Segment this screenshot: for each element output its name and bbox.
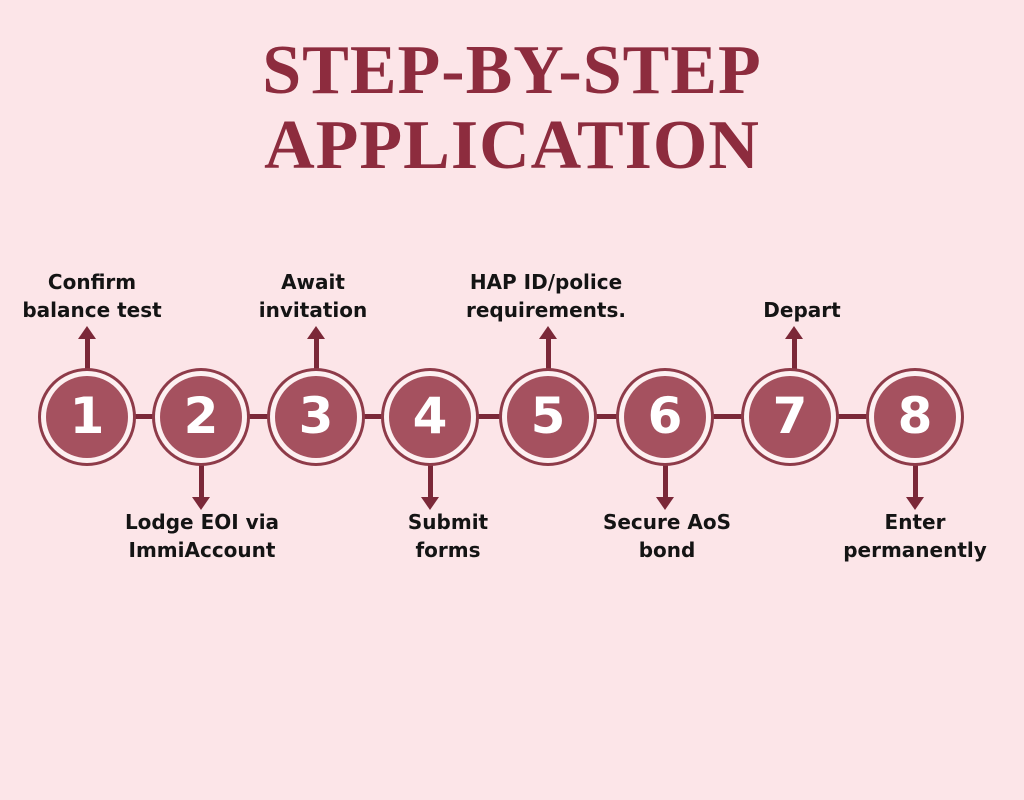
arrow-head [192,497,210,510]
arrow-head [307,326,325,339]
step-number-7: 7 [772,387,808,445]
step-label-2: Lodge EOI via ImmiAccount [124,510,280,562]
timeline-connector-line [87,414,915,419]
step-circle-3: 3 [275,376,357,458]
arrow-shaft [912,460,918,499]
step-number-2: 2 [183,387,219,445]
step-label-5: HAP ID/police requirements. [466,270,626,322]
step-label-3: Await invitation [258,270,368,322]
arrow-shaft [662,460,668,499]
step-label-8: Enter permanently [843,510,987,562]
arrow-head [656,497,674,510]
arrow-shaft [545,335,551,372]
step-label-1: Confirm balance test [22,270,162,322]
step-number-5: 5 [530,387,566,445]
title-line-1: STEP-BY-STEP [262,32,762,109]
arrow-shaft [198,460,204,499]
step-circle-5: 5 [507,376,589,458]
step-number-3: 3 [298,387,334,445]
arrow-head [539,326,557,339]
step-number-4: 4 [412,387,448,445]
step-number-6: 6 [647,387,683,445]
step-circle-6: 6 [624,376,706,458]
arrow-head [421,497,439,510]
arrow-head [785,326,803,339]
step-number-1: 1 [69,387,105,445]
step-label-4: Submit forms [407,510,489,562]
page-title: STEP-BY-STEP APPLICATION [0,32,1024,184]
step-circle-1: 1 [46,376,128,458]
arrow-head [78,326,96,339]
arrow-shaft [427,460,433,499]
step-circle-8: 8 [874,376,956,458]
arrow-shaft [791,335,797,372]
arrow-shaft [84,335,90,372]
arrow-head [906,497,924,510]
step-circle-4: 4 [389,376,471,458]
step-label-6: Secure AoS bond [602,510,732,562]
step-circle-2: 2 [160,376,242,458]
step-number-8: 8 [897,387,933,445]
step-circle-7: 7 [749,376,831,458]
arrow-shaft [313,335,319,372]
step-label-7: Depart [763,298,841,322]
title-line-2: APPLICATION [264,106,760,184]
